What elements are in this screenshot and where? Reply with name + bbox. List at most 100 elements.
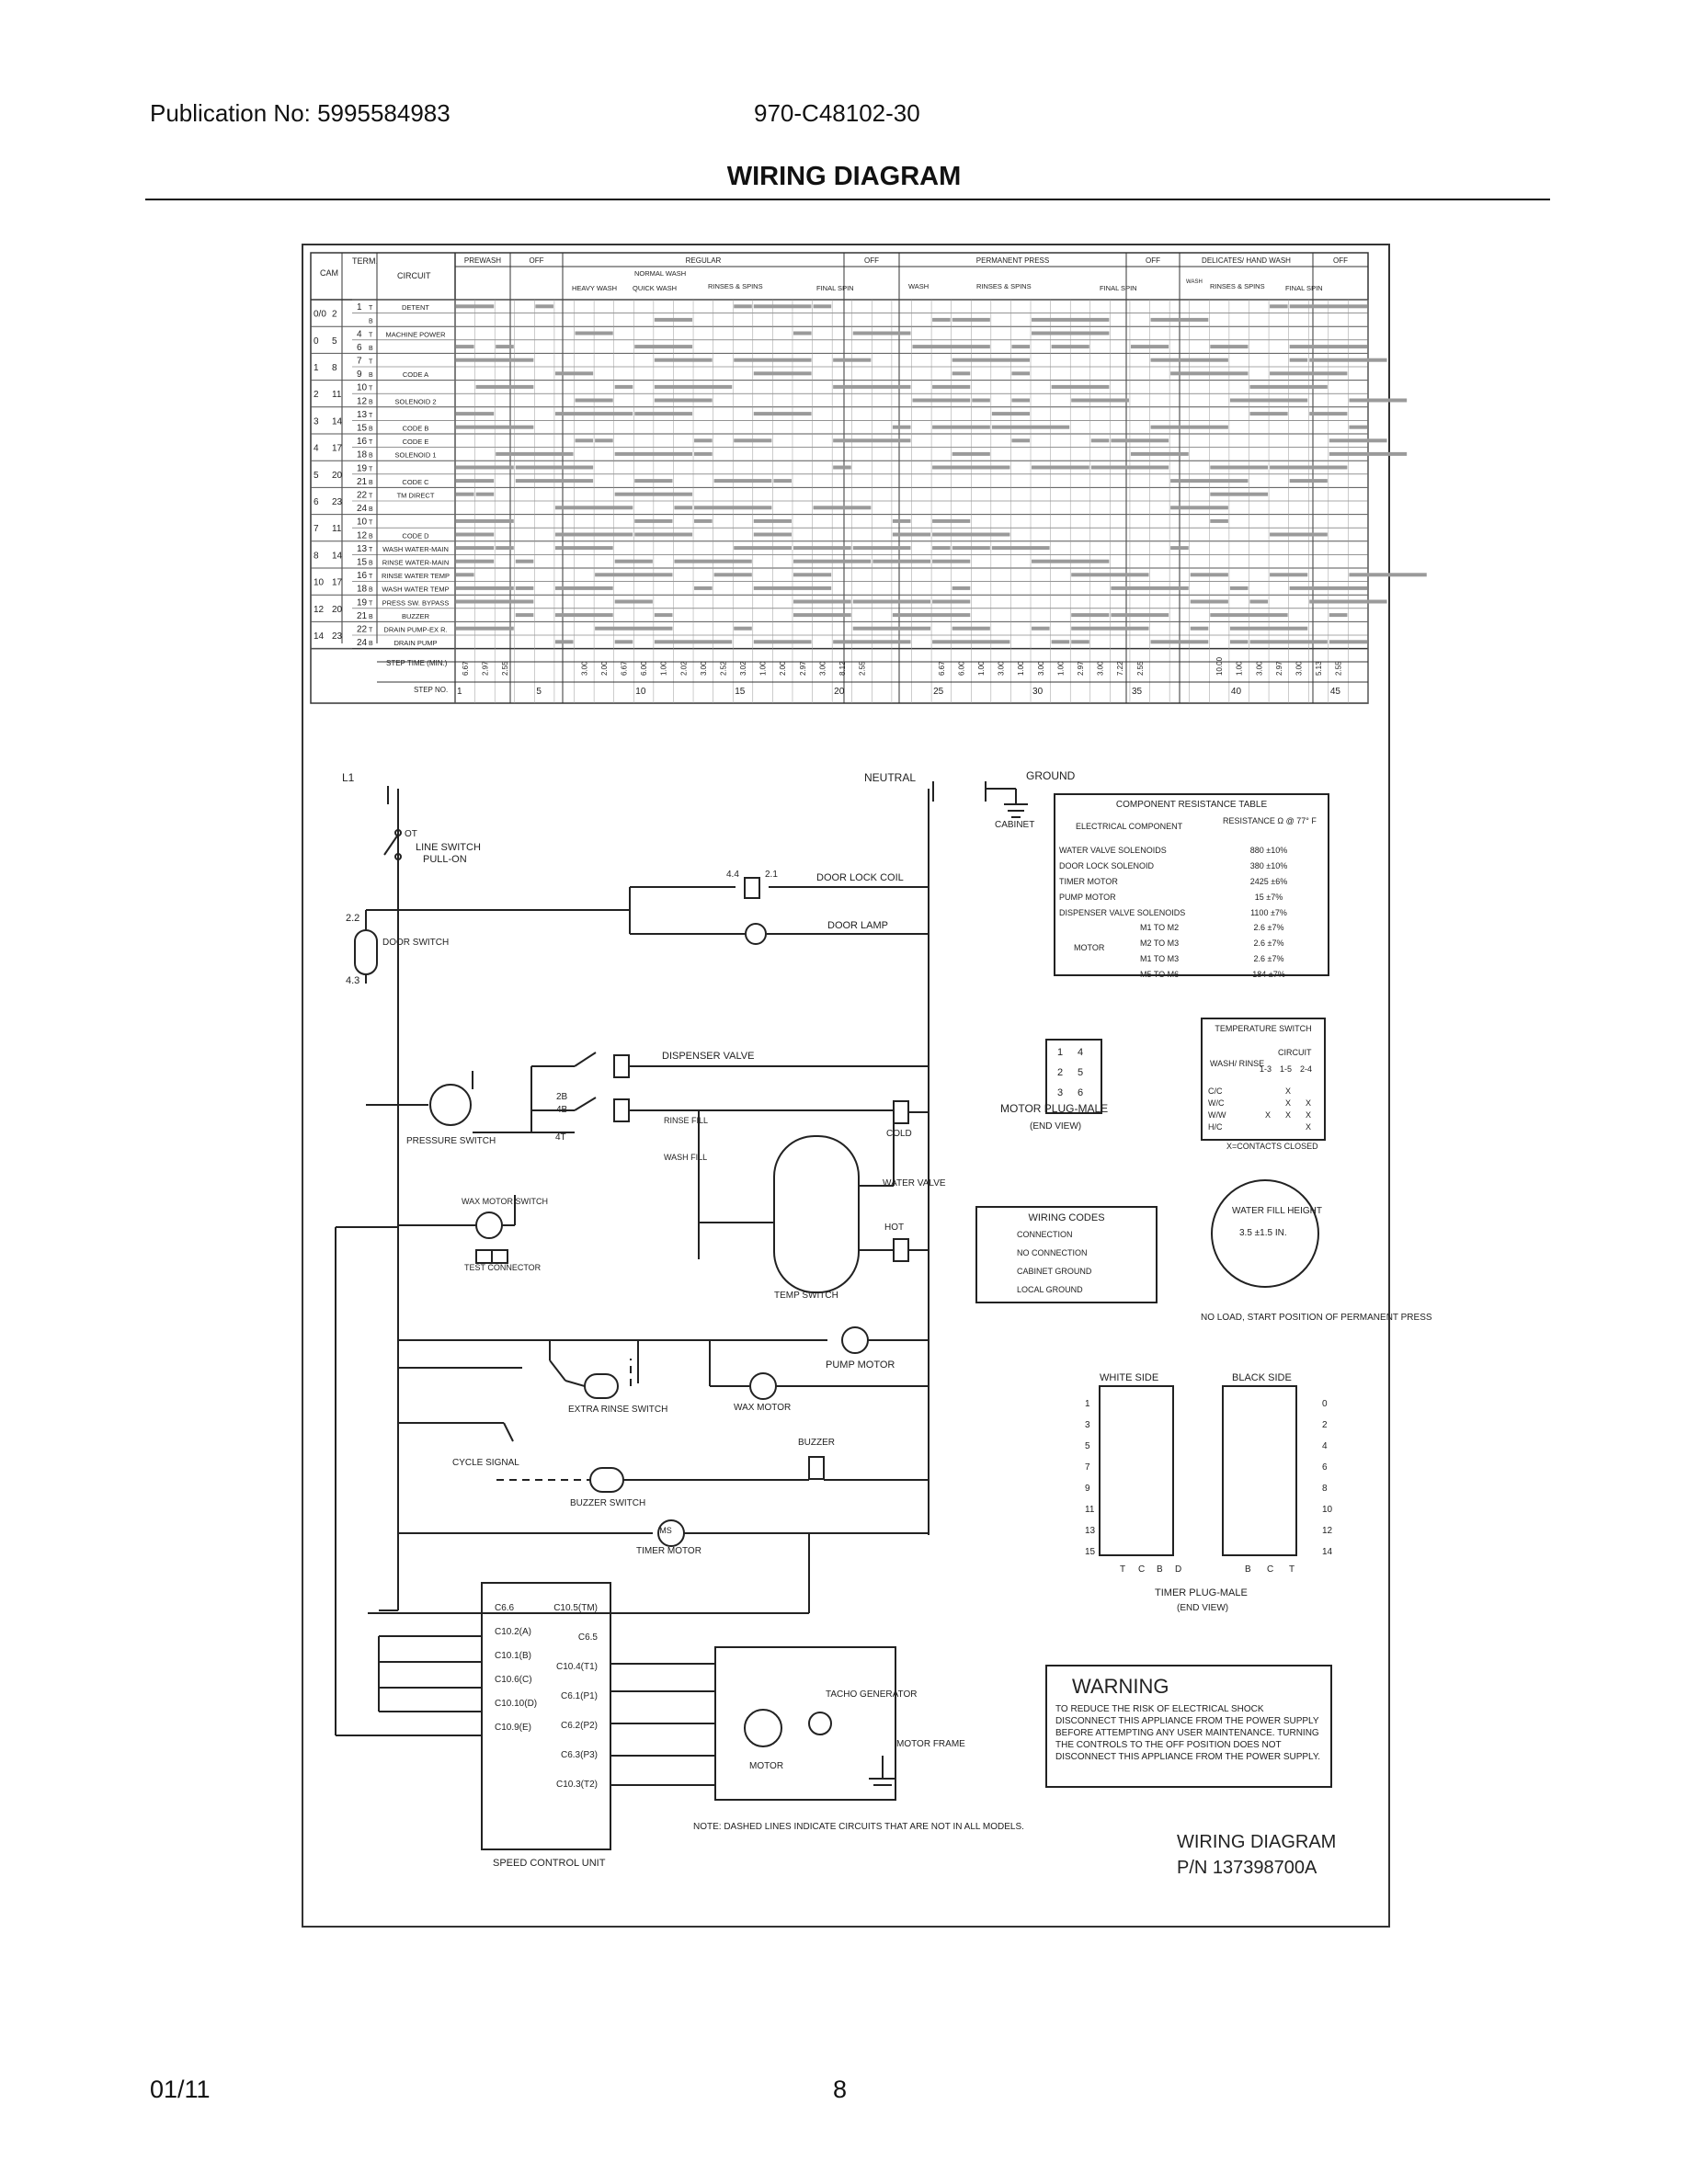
cam-closed-bar (456, 546, 495, 551)
term-number: 16 (357, 437, 368, 447)
step-time: 3.00 (1255, 661, 1263, 676)
contact-letter: B (369, 372, 373, 379)
cam-closed-bar (456, 412, 495, 416)
step-time: 3.00 (1037, 661, 1045, 676)
sub-label: QUICK WASH (633, 284, 677, 292)
publication-number: Publication No: 5995584983 (150, 99, 451, 127)
cam-closed-bar (734, 304, 752, 309)
cam-closed-bar (456, 425, 534, 429)
cam-closed-bar (1130, 451, 1189, 456)
temp-switch-mark: X (1306, 1098, 1311, 1108)
timer-plug-number: 2 (1322, 1420, 1328, 1430)
cam-closed-bar (1249, 412, 1288, 416)
cam-closed-bar (515, 559, 534, 563)
cam-sub-number: 2 (332, 310, 337, 320)
cam-closed-bar (456, 479, 495, 483)
phase-label: REGULAR (686, 256, 722, 265)
circuit-label: DRAIN PUMP (393, 639, 437, 647)
timer-plug-letter: B (1157, 1564, 1163, 1575)
cam-closed-bar (554, 640, 574, 644)
cam-closed-bar (932, 465, 1010, 470)
cam-closed-bar (793, 573, 832, 577)
label-buzzer: BUZZER (798, 1438, 835, 1448)
circuit-label: MACHINE POWER (385, 330, 446, 338)
phase-label: PREWASH (464, 256, 501, 265)
contact-letter: T (369, 332, 373, 338)
cam-closed-bar (1270, 532, 1328, 537)
cam-closed-bar (614, 492, 693, 496)
cam-closed-bar (1190, 599, 1228, 604)
step-time: 6.00 (957, 661, 965, 676)
resistance-row-value: 1100 ±7% (1250, 908, 1287, 917)
label-pressure_switch: PRESSURE SWITCH (406, 1136, 496, 1146)
circuit-label: CODE C (402, 478, 429, 486)
label-dispenser_valve: DISPENSER VALVE (662, 1051, 754, 1062)
cam-sub-number: 11 (332, 524, 342, 534)
temp-switch-col: WASH/ RINSE (1210, 1059, 1264, 1068)
cam-number: 4 (314, 444, 319, 454)
cam-closed-bar (892, 613, 971, 618)
cam-closed-bar (972, 398, 990, 403)
cam-closed-bar (852, 626, 931, 631)
step-time: 1.00 (660, 661, 668, 676)
step-number: 1 (457, 687, 462, 697)
cam-closed-bar (456, 599, 534, 604)
cam-closed-bar (654, 640, 733, 644)
warning-text-line: THE CONTROLS TO THE OFF POSITION DOES NO… (1055, 1740, 1282, 1750)
term-number: 10 (357, 383, 368, 393)
resistance-motor-pair: M1 TO M2 (1140, 923, 1179, 932)
contact-letter: T (369, 359, 373, 366)
timer-plug-letter: D (1175, 1564, 1181, 1575)
circuit-label: RINSE WATER-MAIN (382, 559, 450, 567)
timer-plug-number: 1 (1085, 1399, 1090, 1409)
cam-closed-bar (515, 479, 594, 483)
step-time: 3.00 (700, 661, 708, 676)
step-time: 2.97 (1077, 661, 1085, 676)
cam-closed-bar (554, 412, 633, 416)
cam-closed-bar (1229, 398, 1308, 403)
label-cold: COLD (886, 1129, 912, 1139)
cam-closed-bar (813, 304, 832, 309)
label-ms: MS (659, 1526, 672, 1535)
cam-closed-bar (952, 586, 971, 590)
cam-closed-bar (1229, 626, 1308, 631)
step-time: 2.55 (859, 661, 867, 676)
resistance-row-component: TIMER MOTOR (1059, 877, 1118, 886)
resistance-motor-label: MOTOR (1074, 943, 1105, 952)
timer-plug-letter: C (1267, 1564, 1273, 1575)
cam-closed-bar (1170, 546, 1189, 551)
circuit-label: DETENT (402, 303, 429, 312)
term-number: 13 (357, 410, 368, 420)
resistance-row-component: PUMP MOTOR (1059, 893, 1116, 902)
cam-closed-bar (991, 412, 1031, 416)
scu-right-pin: C6.1(P1) (561, 1691, 598, 1701)
label-part_no: P/N 137398700A (1177, 1858, 1317, 1878)
cam-closed-bar (654, 358, 713, 362)
step-number: 5 (536, 687, 542, 697)
cam-closed-bar (654, 317, 693, 322)
contact-letter: B (369, 427, 373, 433)
label-x_closed: X=CONTACTS CLOSED (1226, 1142, 1318, 1151)
cam-sub-number: 14 (332, 416, 343, 427)
cam-closed-bar (734, 358, 812, 362)
model-number: 970-C48102-30 (754, 99, 920, 127)
step-number: 30 (1032, 687, 1044, 697)
sub-label: WASH (1186, 279, 1203, 285)
label-ds_22: 2.2 (346, 913, 359, 924)
cam-closed-bar (793, 559, 872, 563)
cam-closed-bar (1051, 640, 1070, 644)
cam-closed-bar (991, 546, 1050, 551)
cam-closed-bar (654, 613, 673, 618)
cam-closed-bar (852, 599, 931, 604)
label-test_connector: TEST CONNECTOR (464, 1263, 542, 1272)
timer-plug-letter: B (1245, 1564, 1251, 1575)
contact-letter: T (369, 386, 373, 392)
cam-closed-bar (952, 358, 1031, 362)
label-neutral: NEUTRAL (864, 771, 916, 784)
label-pump_motor: PUMP MOTOR (826, 1359, 895, 1371)
cam-number: 7 (314, 524, 319, 534)
cam-closed-bar (475, 384, 534, 389)
step-time: 3.00 (580, 661, 588, 676)
